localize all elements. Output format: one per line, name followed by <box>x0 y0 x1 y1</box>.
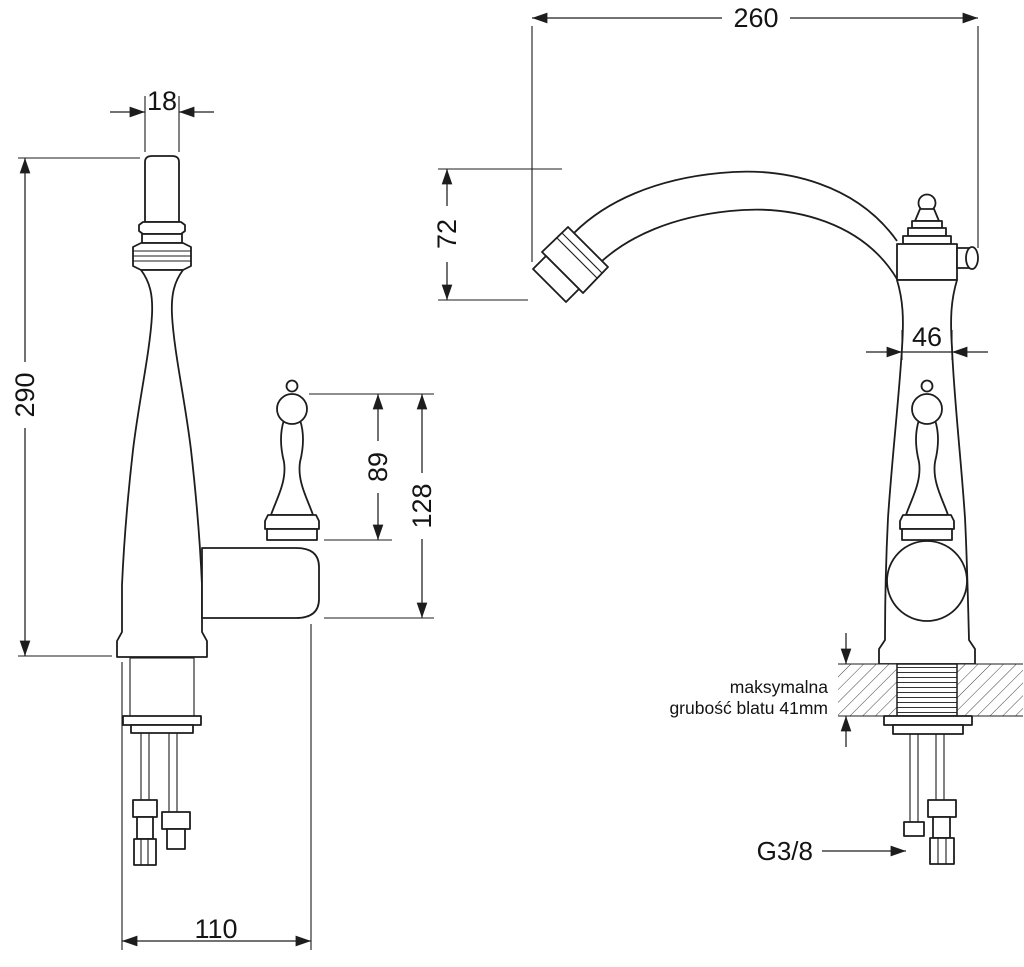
dim-total-height: 290 <box>10 157 140 657</box>
front-handle-ball <box>276 393 308 425</box>
dim-handle-height: 89 <box>309 393 434 541</box>
side-hose-fitting-right <box>929 837 955 865</box>
front-valve-housing <box>201 547 320 619</box>
dim-spout-reach: 260 <box>531 3 979 262</box>
countertop-section-left <box>838 664 897 716</box>
side-handle-nub <box>920 379 934 393</box>
countertop-section-right <box>957 664 1023 716</box>
side-knob <box>965 246 979 270</box>
side-spout-outlet <box>532 255 580 303</box>
side-valve-sphere <box>886 540 968 622</box>
side-view: maksymalna grubość blatu 41mm 260 <box>432 3 1023 866</box>
dim-110-label: 110 <box>194 914 237 944</box>
side-spout-collar <box>541 226 609 294</box>
dim-72-label: 72 <box>432 219 462 249</box>
dim-body-width: 46 <box>866 322 988 360</box>
front-mounting-hardware <box>122 657 202 866</box>
front-hose-nut-right <box>161 811 191 830</box>
dim-spout-drop: 72 <box>432 168 562 301</box>
dim-260-label: 260 <box>733 3 778 33</box>
dim-18-label: 18 <box>147 86 177 116</box>
side-handle-ball <box>911 393 943 425</box>
dim-handle-overall: 128 <box>324 393 437 619</box>
dim-290-label: 290 <box>10 372 40 417</box>
front-handle-nub <box>285 379 299 393</box>
side-threaded-shank <box>896 663 958 717</box>
front-spout-tip <box>144 155 180 223</box>
side-hose-end-left <box>903 821 925 837</box>
front-handle <box>264 379 320 541</box>
side-mounting-hardware <box>883 715 973 865</box>
g38-label: G3/8 <box>757 836 813 866</box>
front-faucet-body <box>116 155 320 658</box>
dim-base-span: 110 <box>121 624 312 950</box>
front-handle-lever <box>270 419 314 516</box>
side-spout <box>532 170 898 303</box>
dim-89-label: 89 <box>363 452 393 482</box>
side-head-block <box>896 243 958 281</box>
side-handle <box>886 379 968 622</box>
front-body <box>116 269 208 658</box>
dim-spout-tip-width: 18 <box>110 86 214 152</box>
front-washer <box>122 715 202 726</box>
side-washer <box>883 715 973 726</box>
side-countertop: maksymalna grubość blatu 41mm <box>669 633 1023 747</box>
dim-128-label: 128 <box>407 483 437 528</box>
side-hose-nut-right <box>927 799 957 818</box>
front-hose-nut-left <box>132 799 158 818</box>
dim-46-label: 46 <box>912 322 942 352</box>
counter-note-line2: grubość blatu 41mm <box>669 698 828 718</box>
front-view: 18 290 89 128 <box>10 86 437 950</box>
front-hose-fitting-left <box>133 838 157 866</box>
counter-note-line1: maksymalna <box>730 677 828 697</box>
connection-thread-callout: G3/8 <box>757 836 906 866</box>
